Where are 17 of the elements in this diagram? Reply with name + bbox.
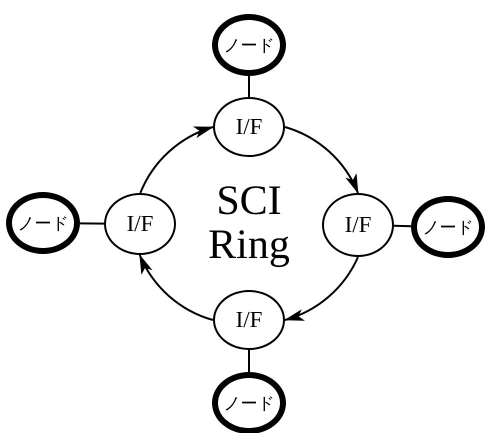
node-ellipse: ノード	[411, 196, 485, 258]
connector-line	[248, 350, 250, 372]
connector-line	[248, 76, 250, 97]
connector-line	[394, 224, 412, 228]
ring-arrow	[139, 126, 214, 194]
ring-arrow	[284, 126, 359, 194]
interface-ellipse: I/F	[213, 97, 285, 157]
ring-arrow	[284, 256, 359, 321]
interface-ellipse: I/F	[322, 193, 394, 257]
connector-line	[80, 222, 104, 225]
interface-ellipse: I/F	[104, 193, 176, 255]
node-ellipse: ノード	[6, 192, 80, 254]
node-ellipse: ノード	[212, 14, 286, 76]
node-ellipse: ノード	[212, 372, 286, 433]
interface-ellipse: I/F	[213, 290, 285, 350]
ring-arrow	[138, 254, 214, 321]
ring-label: SCI Ring	[207, 179, 291, 268]
